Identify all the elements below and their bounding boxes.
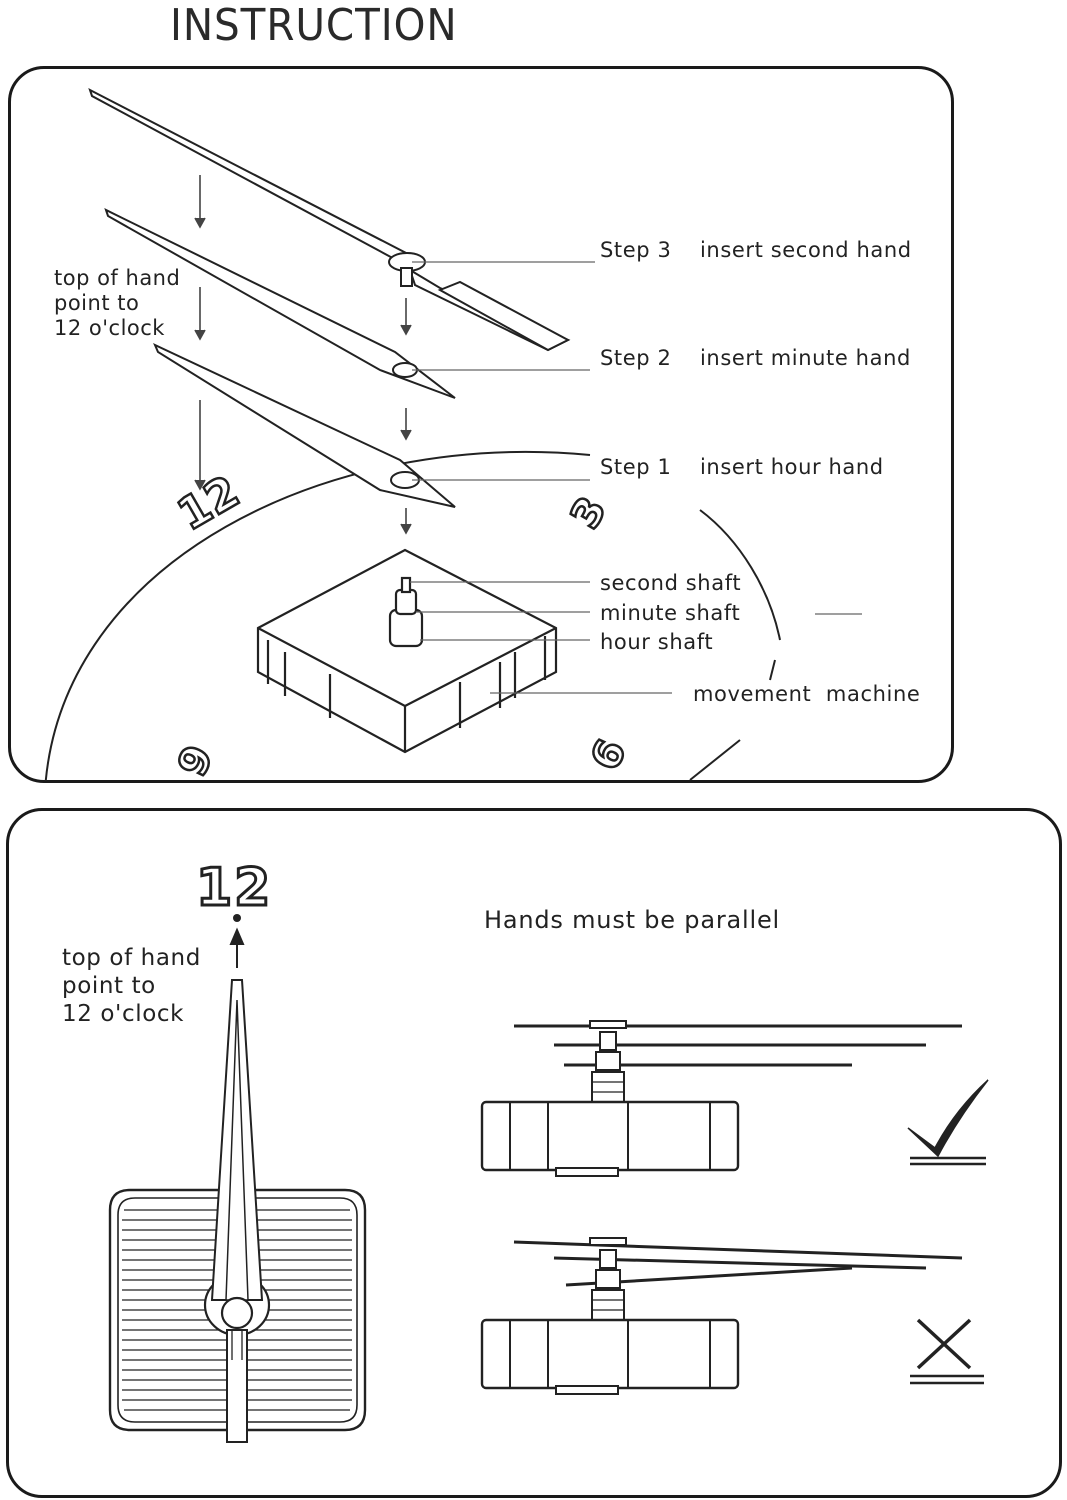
note-line: top of hand — [62, 945, 201, 971]
clock-dial-arc — [44, 451, 591, 781]
second-shaft-label: second shaft — [600, 571, 742, 595]
panel-assembly-steps — [8, 66, 954, 783]
wrong-side-view — [480, 1237, 963, 1395]
hand-orientation-note-2: top of hand point to 12 o'clock — [62, 944, 201, 1028]
leader-lines — [410, 261, 862, 694]
panel-parallel-hands — [6, 808, 1062, 1498]
check-icon — [907, 1079, 989, 1166]
hand-orientation-note: top of hand point to 12 o'clock — [54, 266, 180, 341]
hands-front-view — [210, 979, 264, 1443]
twelve-oclock-number: 12 — [194, 857, 273, 920]
step-3-label: Step 3 — [600, 238, 672, 262]
minute-hand-drawing — [104, 208, 456, 399]
step-3-text: insert second hand — [700, 238, 912, 262]
hour-hand-drawing — [153, 342, 456, 508]
cross-icon — [910, 1318, 984, 1385]
second-hand-drawing — [88, 87, 571, 352]
step-1-text: insert hour hand — [700, 455, 884, 479]
clock-dial-arc-right — [699, 509, 781, 641]
page-title: INSTRUCTION — [170, 0, 458, 51]
note-line: top of hand — [54, 266, 181, 290]
movement-machine-drawing — [256, 548, 558, 754]
hour-shaft-label: hour shaft — [600, 630, 714, 654]
note-line: point to — [54, 291, 140, 315]
step-1-label: Step 1 — [600, 455, 672, 479]
note-line: 12 o'clock — [62, 1001, 185, 1027]
step-2-text: insert minute hand — [700, 346, 911, 370]
movement-machine-label: movement machine — [693, 682, 921, 706]
parallel-heading: Hands must be parallel — [484, 906, 780, 934]
minute-shaft-label: minute shaft — [600, 601, 741, 625]
note-line: point to — [62, 973, 156, 999]
step-2-label: Step 2 — [600, 346, 672, 370]
correct-side-view — [480, 1020, 962, 1177]
note-line: 12 o'clock — [54, 316, 165, 340]
